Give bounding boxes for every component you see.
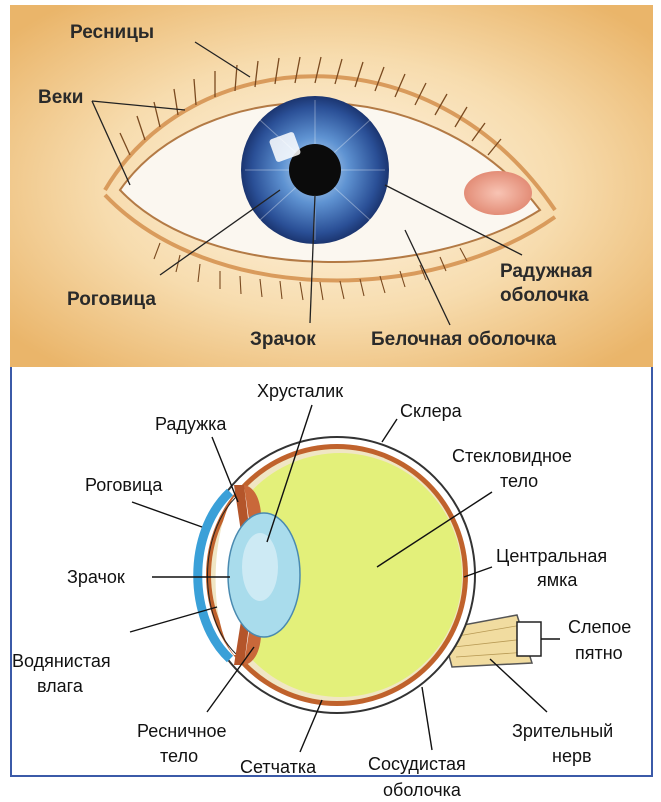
label-ciliary-1: Ресничное xyxy=(137,721,227,741)
label-cornea-top: Роговица xyxy=(67,289,156,310)
label-retina: Сетчатка xyxy=(240,757,317,777)
label-aqueous-1: Водянистая xyxy=(12,651,111,671)
choroid-leader xyxy=(422,687,432,750)
label-iris-bottom: Радужка xyxy=(155,414,227,434)
label-vitreous-1: Стекловидное xyxy=(452,446,572,466)
label-blind-spot-1: Слепое xyxy=(568,617,631,637)
label-iris-top-1: Радужная xyxy=(500,261,593,282)
label-pupil-top: Зрачок xyxy=(250,329,316,350)
label-vitreous-2: тело xyxy=(500,471,538,491)
cross-section-svg: Хрусталик Склера Радужка Стекловидное те… xyxy=(12,367,655,777)
label-optic-nerve-2: нерв xyxy=(552,746,592,766)
label-lens: Хрусталик xyxy=(257,381,343,401)
cornea-bottom-leader xyxy=(132,502,202,527)
caruncle xyxy=(464,171,532,215)
external-eye-svg: Ресницы Веки Роговица Зрачок Белочная об… xyxy=(10,5,653,367)
optic-nerve-leader xyxy=(490,659,547,712)
label-aqueous-2: влага xyxy=(37,676,84,696)
eye-cross-section: Хрусталик Склера Радужка Стекловидное те… xyxy=(10,367,653,777)
label-eyelids: Веки xyxy=(38,87,83,108)
label-choroid-2: оболочка xyxy=(383,780,462,800)
label-sclera-bottom: Склера xyxy=(400,401,463,421)
label-cornea-bottom: Роговица xyxy=(85,475,163,495)
label-pupil-bottom: Зрачок xyxy=(67,567,125,587)
blind-spot-box xyxy=(517,622,541,656)
label-blind-spot-2: пятно xyxy=(575,643,623,663)
label-fovea-1: Центральная xyxy=(496,546,607,566)
label-iris-top-2: оболочка xyxy=(500,285,589,306)
label-optic-nerve-1: Зрительный xyxy=(512,721,613,741)
sclera-bottom-leader xyxy=(382,419,397,442)
label-fovea-2: ямка xyxy=(537,570,578,590)
label-ciliary-2: тело xyxy=(160,746,198,766)
external-eye-illustration: Ресницы Веки Роговица Зрачок Белочная об… xyxy=(10,5,653,367)
label-sclera-top: Белочная оболочка xyxy=(371,329,557,350)
label-eyelashes: Ресницы xyxy=(70,22,154,43)
